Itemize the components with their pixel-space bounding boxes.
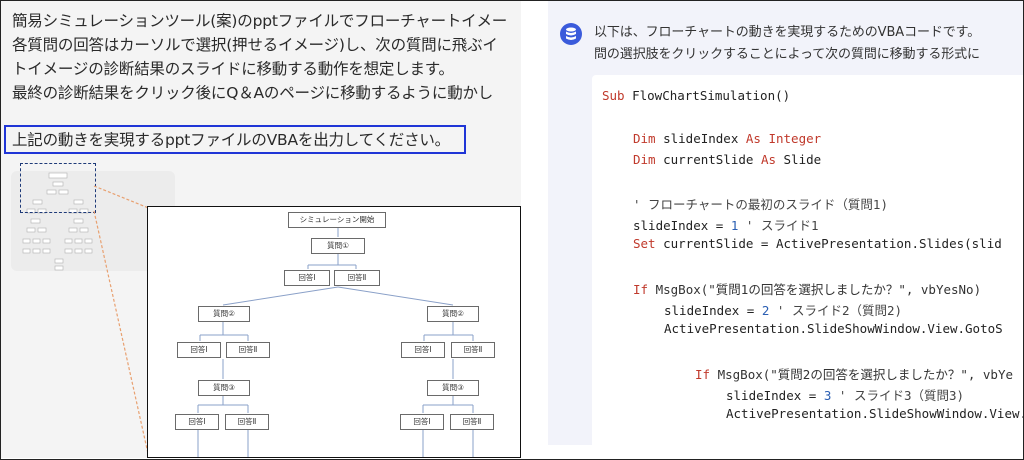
code-line-sub: Sub FlowChartSimulation() [602, 88, 790, 103]
code-text: FlowChartSimulation() [624, 88, 791, 103]
flowchart-q1-answer2-node: 回答Ⅱ [334, 270, 380, 286]
code-text: currentSlide = ActivePresentation.Slides… [655, 236, 1002, 251]
code-line-goto1: ActivePresentation.SlideShowWindow.View.… [664, 321, 1003, 336]
code-line-if2: If MsgBox("質問2の回答を選択しましたか？", vbYe [695, 364, 1013, 383]
code-number: 2 [761, 303, 770, 318]
code-line-set: Set currentSlide = ActivePresentation.Sl… [633, 236, 1002, 251]
flowchart-right-question3-node: 質問③ [427, 380, 479, 396]
assistant-answer-panel: 以下は、フローチャートの動きを実現するためのVBAコードです。 問の選択肢をクリ… [548, 1, 1023, 445]
code-text: MsgBox("質問1の回答を選択しましたか？", vbYesNo) [648, 282, 982, 297]
code-line-goto2: ActivePresentation.SlideShowWindow.View.… [726, 406, 1023, 421]
zoom-leader-lines [93, 185, 152, 458]
highlighted-request-text: 上記の動きを実現するpptファイルのVBAを出力してください。 [12, 131, 450, 149]
code-line-dim1: Dim slideIndex As Integer [633, 131, 821, 146]
prompt-line-1: 簡易シミュレーションツール(案)のpptファイルでフローチャートイメー [12, 12, 508, 30]
prompt-line-4: 最終の診断結果をクリック後にQ＆Aのページに移動するように動かし [12, 84, 494, 102]
flowchart-question1-node: 質問① [311, 238, 365, 254]
prompt-line-2: 各質問の回答はカーソルで選択(押せるイメージ)し、次の質問に飛ぶイ [12, 36, 498, 54]
code-keyword: Sub [602, 88, 625, 103]
flowchart-start-node: シミュレーション開始 [288, 212, 386, 228]
user-prompt-panel: 簡易シミュレーションツール(案)のpptファイルでフローチャートイメー 各質問の… [1, 1, 521, 458]
flowchart-right-q2-answer1-node: 回答Ⅰ [401, 342, 445, 358]
code-keyword: Dim [633, 152, 656, 167]
code-keyword: As [745, 131, 761, 146]
flowchart-connectors [197, 228, 474, 413]
flowchart-left-q2-answer2-node: 回答Ⅱ [226, 342, 270, 358]
code-comment: ' スライド2（質問2) [769, 303, 903, 318]
code-line-assign1: slideIndex = 1 ' スライド1 [633, 215, 818, 234]
code-keyword: Dim [633, 131, 656, 146]
code-keyword: Integer [760, 131, 822, 146]
flowchart-left-q3-answer2-node: 回答Ⅱ [225, 414, 269, 430]
code-keyword: As [760, 152, 776, 167]
code-block[interactable]: Sub FlowChartSimulation() Dim slideIndex… [592, 75, 1023, 445]
code-text: slideIndex = [664, 303, 762, 318]
zoom-region-marker [20, 163, 96, 213]
flowchart-right-q2-answer2-node: 回答Ⅱ [451, 342, 495, 358]
thumbnail-flowchart-image [22, 172, 93, 271]
flowchart-q1-answer1-node: 回答Ⅰ [284, 270, 330, 286]
prompt-line-3: トイメージの診断結果のスライドに移動する動作を想定します。 [12, 60, 454, 78]
answer-line-1: 以下は、フローチャートの動きを実現するためのVBAコードです。 [594, 25, 981, 40]
code-line-assign2: slideIndex = 2 ' スライド2（質問2) [664, 300, 902, 319]
code-keyword: If [695, 367, 711, 382]
code-text: slideIndex = [633, 218, 731, 233]
flowchart-left-question2-node: 質問② [198, 306, 250, 322]
answer-line-2: 問の選択肢をクリックすることによって次の質問に移動する形式に [594, 47, 980, 62]
database-icon [560, 23, 582, 45]
code-number: 1 [730, 218, 739, 233]
code-text: Slide [776, 152, 822, 167]
flowchart-left-q2-answer1-node: 回答Ⅰ [177, 342, 221, 358]
flowchart-right-q3-answer1-node: 回答Ⅰ [400, 414, 444, 430]
flowchart-left-question3-node: 質問③ [198, 380, 250, 396]
code-comment: ' スライド1 [738, 218, 819, 233]
code-text: slideIndex [655, 131, 746, 146]
code-text: currentSlide [655, 152, 761, 167]
highlighted-request: 上記の動きを実現するpptファイルのVBAを出力してください。 [4, 125, 466, 154]
code-line-comment: ' フローチャートの最初のスライド（質問1) [633, 197, 888, 212]
code-line-if1: If MsgBox("質問1の回答を選択しましたか？", vbYesNo) [633, 279, 981, 298]
code-line-dim2: Dim currentSlide As Slide [633, 152, 821, 167]
flowchart-bottom-connectors [197, 430, 474, 457]
code-text: slideIndex = [726, 388, 824, 403]
code-keyword: If [633, 282, 649, 297]
flowchart-right-q3-answer2-node: 回答Ⅱ [450, 414, 494, 430]
code-line-assign3: slideIndex = 3 ' スライド3（質問3) [726, 385, 964, 404]
flowchart-left-q3-answer1-node: 回答Ⅰ [175, 414, 219, 430]
code-comment: ' スライド3（質問3) [831, 388, 965, 403]
code-text: MsgBox("質問2の回答を選択しましたか？", vbYe [710, 367, 1013, 382]
flowchart-right-question2-node: 質問② [427, 306, 479, 322]
code-keyword: Set [633, 236, 656, 251]
flowchart-zoom-view: シミュレーション開始 質問① 回答Ⅰ 回答Ⅱ 質問② 質問② 回答Ⅰ 回答Ⅱ 回… [147, 206, 521, 458]
code-number: 3 [823, 388, 832, 403]
